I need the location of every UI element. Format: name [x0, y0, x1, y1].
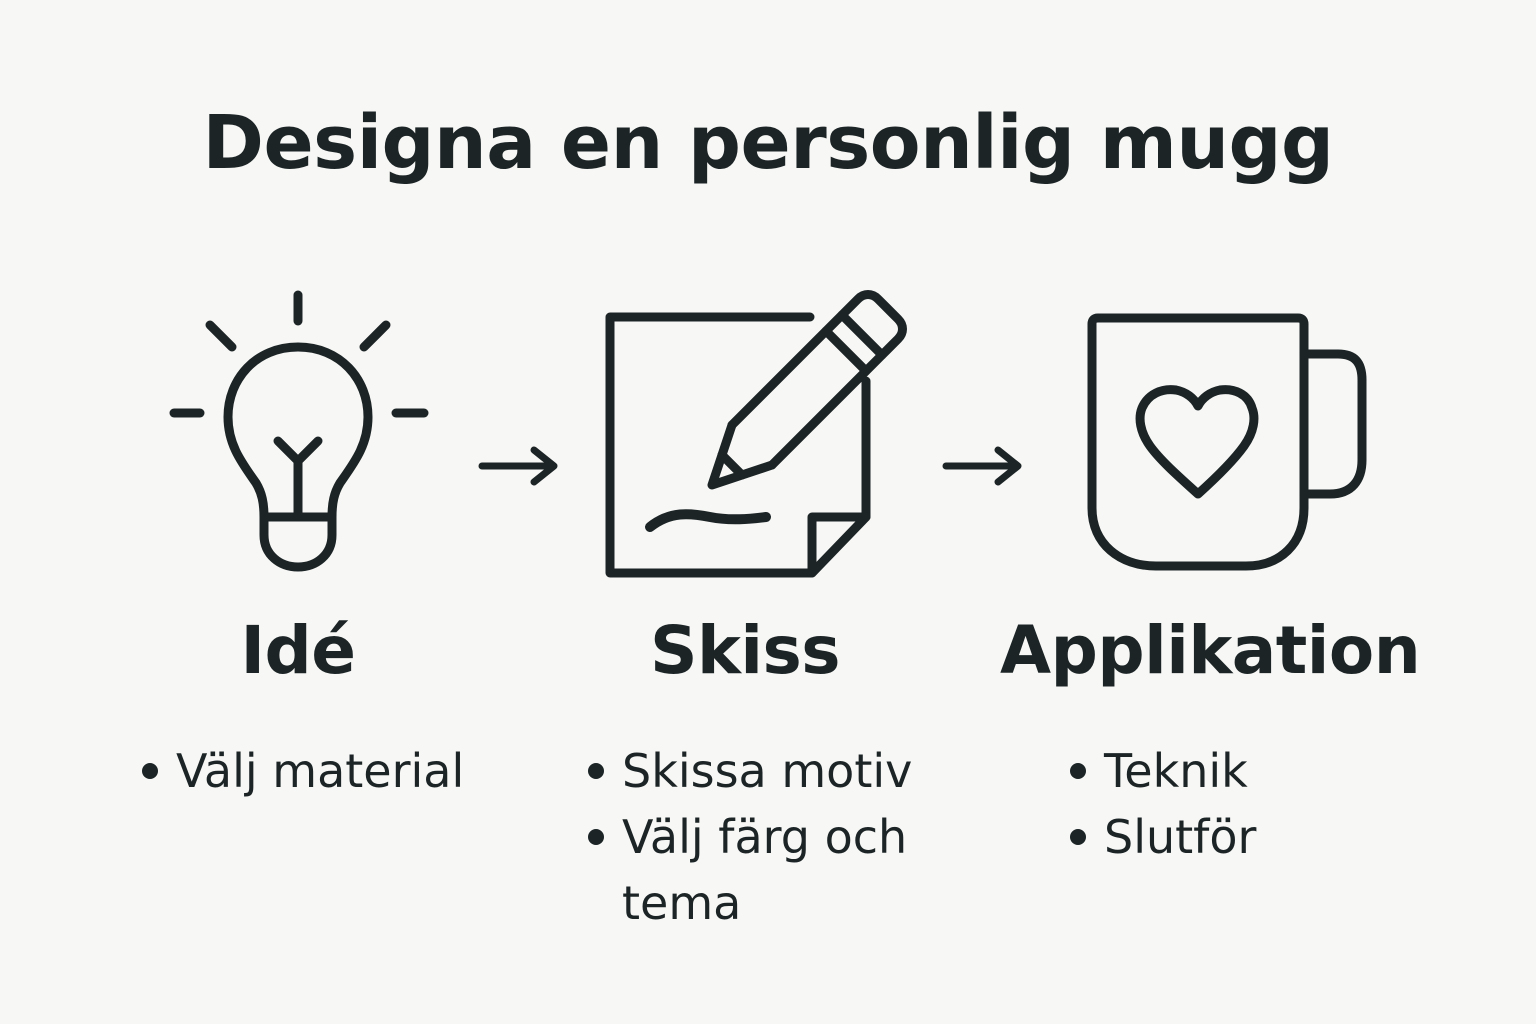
lightbulb-icon [160, 285, 440, 580]
pencil-sketch-icon [600, 285, 920, 585]
list-item: Välj färg och tema [586, 804, 946, 936]
bullet-list-skiss: Skissa motiv Välj färg och tema [586, 738, 946, 936]
step-label-ide: Idé [240, 612, 356, 689]
step-label-applikation: Applikation [1000, 612, 1421, 689]
bullet-list-applikation: Teknik Slutför [1068, 738, 1428, 870]
mug-heart-icon [1080, 310, 1375, 580]
list-item: Välj material [140, 738, 520, 804]
page-title: Designa en personlig mugg [202, 100, 1334, 186]
bullet-list-ide: Välj material [140, 738, 520, 804]
step-label-skiss: Skiss [649, 612, 841, 689]
list-item: Slutför [1068, 804, 1428, 870]
arrow-right-icon [478, 446, 558, 486]
arrow-right-icon [942, 446, 1022, 486]
list-item: Teknik [1068, 738, 1428, 804]
list-item: Skissa motiv [586, 738, 946, 804]
